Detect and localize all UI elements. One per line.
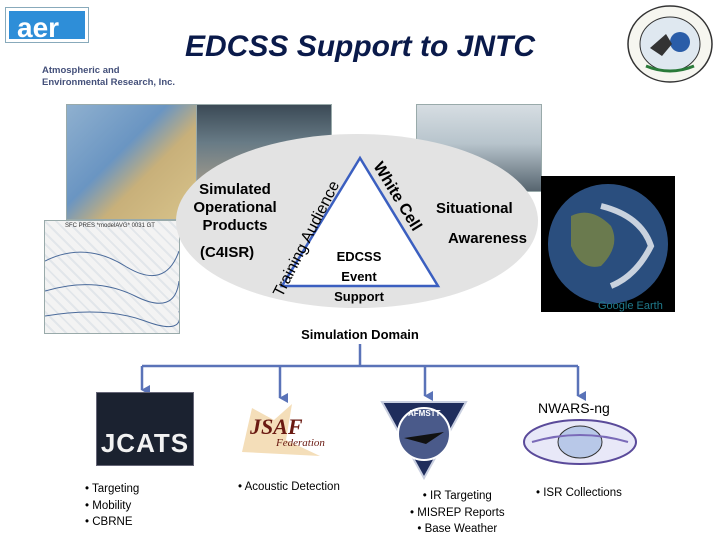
list-item: CBRNE [85, 514, 139, 531]
situational-label: Situational [436, 200, 513, 217]
organization-name: Atmospheric and Environmental Research, … [42, 65, 182, 89]
edcss-support: Support [334, 289, 384, 304]
jcats-capabilities: Targeting Mobility CBRNE [85, 481, 139, 531]
jcats-logo: JCATS [96, 392, 194, 466]
awareness-label: Awareness [448, 230, 527, 247]
aer-logo-text: aer [17, 12, 60, 43]
weather-chart-caption: SFC PRES *modelAVG* 0031 GT [65, 223, 155, 229]
jsaf-logo: JSAF Federation [242, 404, 325, 456]
isobar-lines [45, 250, 179, 328]
afmstt-capabilities: IR Targeting MISREP Reports Base Weather [410, 488, 505, 538]
afmstt-text: AFMSTT [408, 409, 441, 418]
list-item: Targeting [85, 481, 139, 498]
edcss-title: EDCSS [336, 249, 382, 264]
organization-line-1: Atmospheric and [42, 65, 120, 76]
jsaf-text: JSAF [249, 414, 303, 439]
edcss-event: Event [341, 269, 377, 284]
edcss-center-label: EDCSS Event Support [324, 247, 394, 307]
nwars-logo [523, 419, 637, 465]
list-item: IR Targeting [410, 488, 505, 505]
list-item: ISR Collections [536, 485, 622, 502]
nwars-label: NWARS-ng [538, 400, 610, 416]
afmstt-logo: AFMSTT [380, 401, 468, 480]
google-earth-globe [541, 176, 675, 312]
list-item: MISREP Reports [410, 505, 504, 522]
aer-logo: aer [6, 8, 88, 43]
nwars-capabilities: ISR Collections [536, 485, 622, 502]
organization-seal [627, 5, 713, 83]
simulated-operational-products-label: Simulated Operational Products [193, 181, 277, 234]
jcats-logo-text: JCATS [100, 428, 190, 458]
google-earth-label: Google Earth [598, 300, 663, 312]
list-item: Acoustic Detection [238, 479, 340, 496]
list-item: Base Weather [410, 521, 505, 538]
organization-line-2: Environmental Research, Inc. [42, 77, 176, 88]
weather-chart-image: SFC PRES *modelAVG* 0031 GT [44, 220, 180, 334]
list-item: Mobility [85, 498, 139, 515]
c4isr-label: (C4ISR) [200, 244, 255, 261]
jsaf-capabilities: Acoustic Detection [238, 479, 340, 496]
slide-title: EDCSS Support to JNTC [185, 30, 535, 63]
simulation-domain-label: Simulation Domain [301, 327, 419, 342]
globe-icon [548, 184, 668, 304]
jsaf-subtext: Federation [275, 437, 325, 449]
